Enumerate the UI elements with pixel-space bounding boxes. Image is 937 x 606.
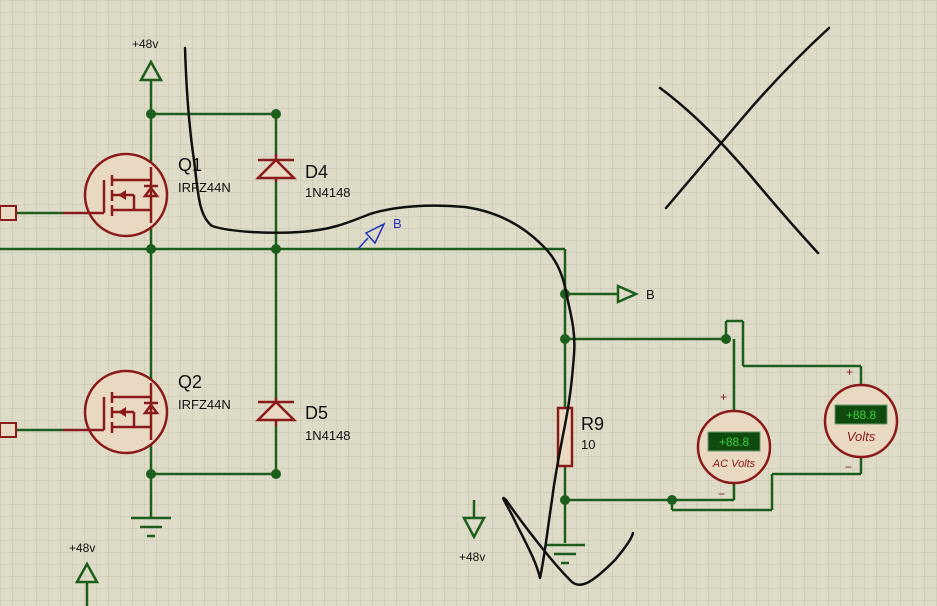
terminal-b-label: B [646, 287, 655, 302]
d5-part-label: 1N4148 [305, 428, 351, 443]
freehand-annotations [183, 26, 831, 586]
supply-bottom-mid-label: +48v [459, 550, 485, 564]
supply-bottom-left[interactable]: +48v [69, 541, 100, 606]
r9-ref-label: R9 [581, 414, 604, 434]
dc-voltmeter[interactable]: +88.8 Volts + − [823, 365, 899, 474]
d4-ref-label: D4 [305, 162, 328, 182]
q2-ref-label: Q2 [178, 372, 202, 392]
supply-top-label: +48v [132, 37, 158, 51]
q2-part-label: IRFZ44N [178, 397, 231, 412]
dc-meter-minus: − [845, 460, 852, 474]
freehand-cross-stroke-2 [664, 26, 831, 210]
r9-value-label: 10 [581, 437, 595, 452]
diode-d5[interactable]: D5 1N4148 [254, 398, 351, 443]
dc-meter-label: Volts [847, 429, 876, 444]
resistor-r9[interactable]: R9 10 [556, 406, 604, 468]
ac-meter-minus: − [718, 487, 725, 501]
d5-ref-label: D5 [305, 403, 328, 423]
diode-d4[interactable]: D4 1N4148 [254, 154, 351, 200]
q1-part-label: IRFZ44N [178, 180, 231, 195]
ac-meter-plus: + [720, 390, 727, 404]
d4-part-label: 1N4148 [305, 185, 351, 200]
supply-top[interactable]: +48v [132, 37, 164, 82]
mosfet-q1[interactable]: Q1 IRFZ44N [63, 152, 231, 238]
input-pins [0, 205, 17, 438]
dc-meter-display [834, 404, 888, 425]
ground-q2 [131, 516, 171, 538]
ac-meter-reading: +88.8 [719, 435, 750, 449]
ground-r9 [545, 543, 585, 565]
q1-ref-label: Q1 [178, 155, 202, 175]
junctions [146, 109, 731, 505]
ac-meter-display [707, 431, 761, 452]
mosfet-q2[interactable]: Q2 IRFZ44N [63, 369, 231, 455]
dc-meter-reading: +88.8 [846, 408, 877, 422]
terminal-b[interactable]: B [616, 284, 655, 304]
probe-b-label: B [393, 216, 402, 231]
freehand-cross-stroke-1 [658, 86, 820, 255]
supply-bottom-left-label: +48v [69, 541, 95, 555]
supply-bottom-mid[interactable]: +48v [459, 500, 487, 564]
dc-meter-plus: + [846, 365, 853, 379]
ac-meter-label: AC Volts [712, 458, 756, 470]
voltage-probe-b[interactable]: B [357, 216, 402, 250]
ac-voltmeter[interactable]: +88.8 AC Volts + − [696, 390, 772, 501]
freehand-curve-stroke [183, 46, 635, 586]
